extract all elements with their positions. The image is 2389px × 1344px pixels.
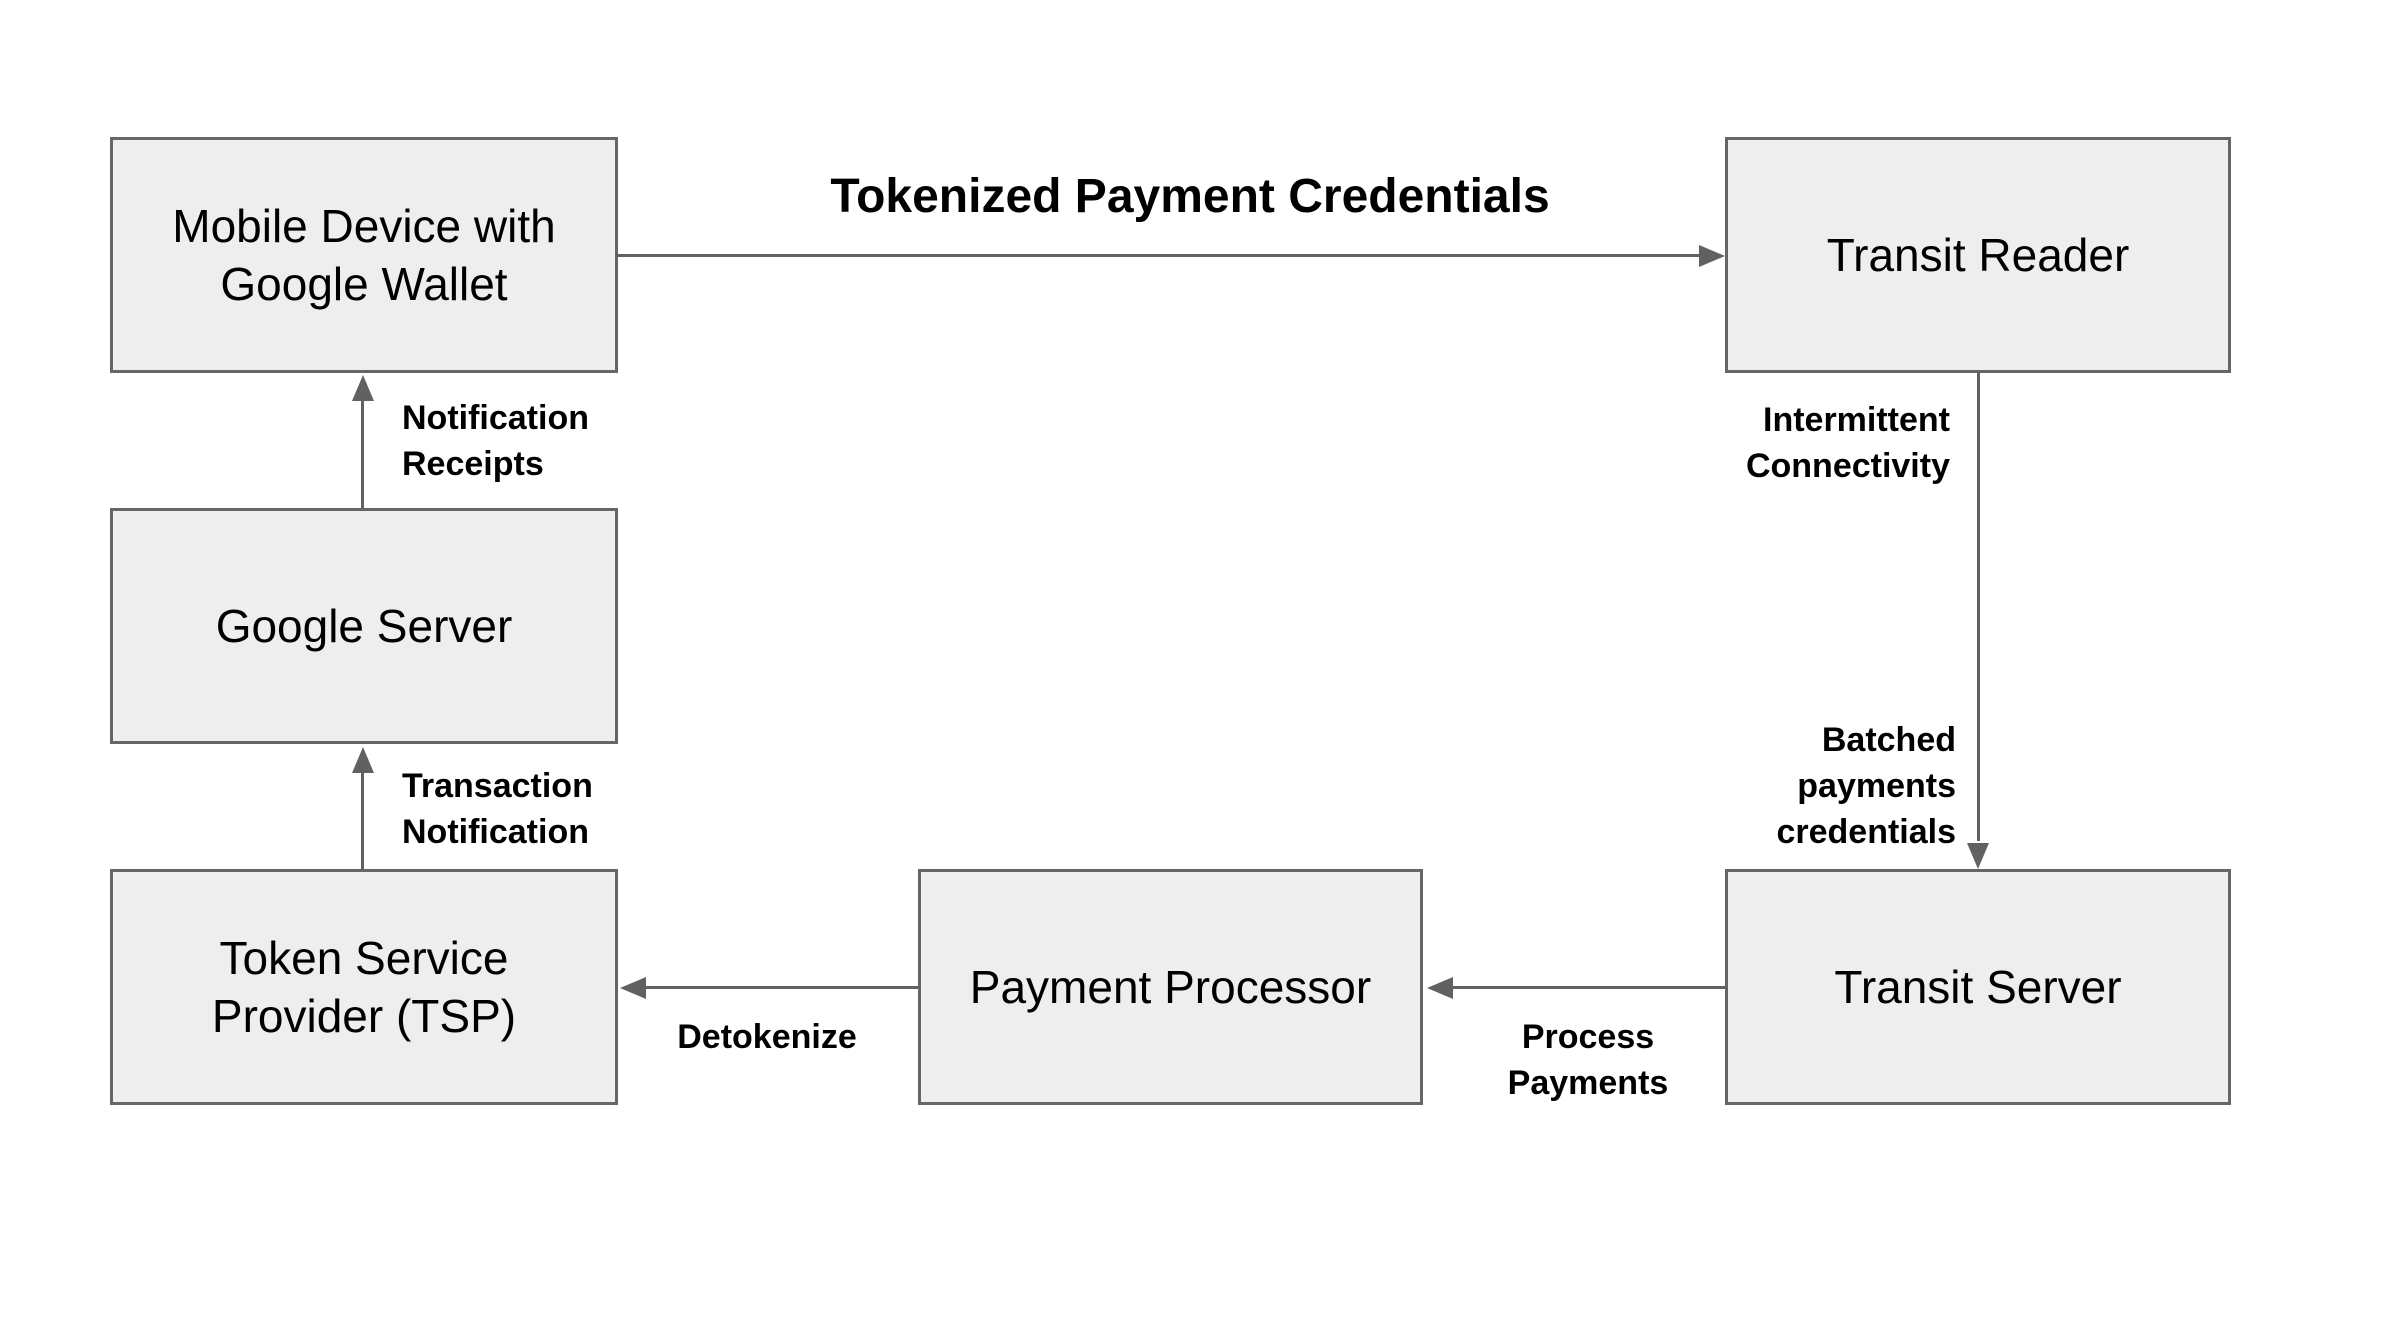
arrow-left-icon: [620, 977, 646, 999]
arrow-up-icon: [352, 747, 374, 773]
arrow-left-icon: [1427, 977, 1453, 999]
edge-label-notification-receipts: Notification Receipts: [402, 399, 589, 483]
node-google-server: Google Server: [110, 508, 618, 744]
edge-google-to-mobile-line: [361, 399, 364, 508]
edge-mobile-to-reader-line: [616, 254, 1701, 257]
arrow-down-icon: [1967, 843, 1989, 869]
edge-server-to-processor-line: [1453, 986, 1725, 989]
edge-tsp-to-google-line: [361, 771, 364, 869]
edge-label-tokenized-payment-credentials: Tokenized Payment Credentials: [830, 170, 1550, 223]
node-mobile-device: Mobile Device with Google Wallet: [110, 137, 618, 373]
edge-label-intermittent-connectivity: Intermittent Connectivity: [1745, 401, 1950, 485]
node-transit-server: Transit Server: [1725, 869, 2231, 1105]
node-token-service-provider: Token Service Provider (TSP): [110, 869, 618, 1105]
node-payment-processor: Payment Processor: [918, 869, 1423, 1105]
arrow-right-icon: [1699, 245, 1725, 267]
edge-processor-to-tsp-line: [646, 986, 918, 989]
node-transit-reader: Transit Reader: [1725, 137, 2231, 373]
edge-label-batched-payments-credentials: Batched payments credentials: [1776, 721, 1956, 851]
arrow-up-icon: [352, 375, 374, 401]
edge-reader-to-server-line: [1977, 373, 1980, 841]
edge-label-detokenize: Detokenize: [677, 1018, 857, 1056]
edge-label-process-payments: Process Payments: [1507, 1018, 1669, 1102]
edge-label-transaction-notification: Transaction Notification: [402, 767, 593, 851]
